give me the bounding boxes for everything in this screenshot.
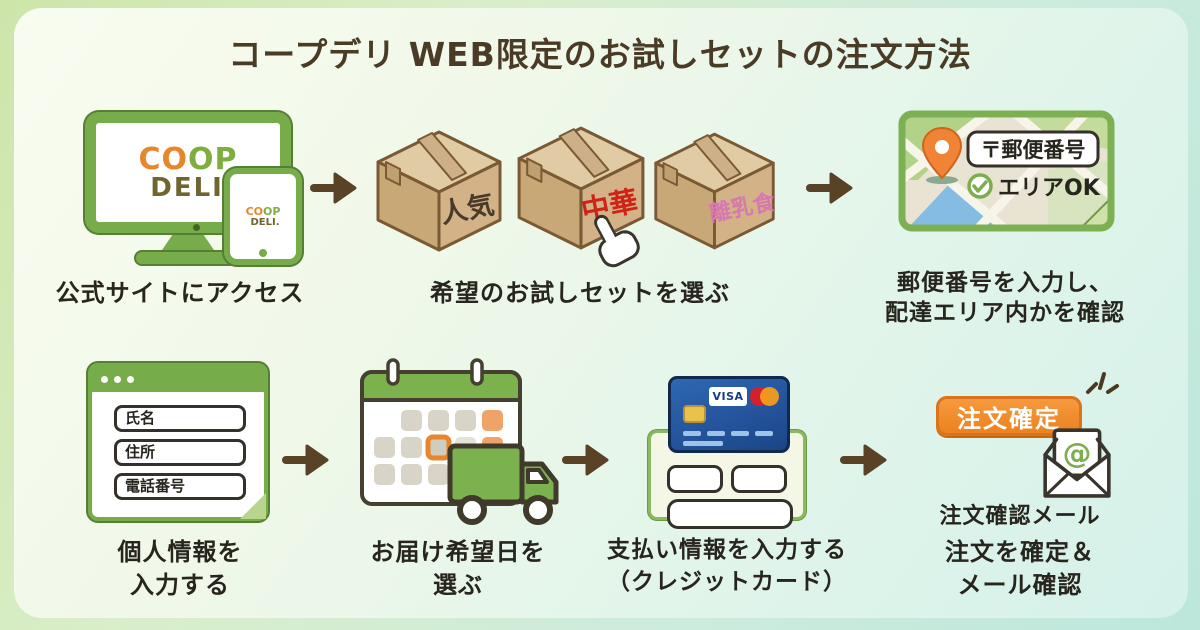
caption-confirm-order: 注文を確定＆ メール確認: [945, 538, 1095, 599]
window-dot: [127, 375, 134, 383]
window-dot: [114, 375, 121, 383]
delivery-truck-icon: [447, 443, 559, 525]
area-ok-badge: エリアOK: [967, 173, 1101, 201]
caption-postal-check: 郵便番号を入力し、 配達エリア内かを確認: [885, 270, 1125, 326]
coop-logo: COOP: [138, 141, 238, 177]
flow-arrow-icon: [310, 172, 357, 204]
credit-card-icon: VISA: [668, 376, 790, 453]
visa-logo: VISA: [709, 387, 747, 406]
sparkle-icon: [1086, 372, 1119, 394]
flow-arrow-icon: [840, 444, 887, 476]
card-input-box-wide[interactable]: [667, 499, 793, 529]
hand-cursor-icon: [594, 214, 640, 268]
flow-arrow-icon: [282, 444, 329, 476]
caption-delivery-date: お届け希望日を 選ぶ: [370, 538, 546, 599]
page-title: コープデリ WEB限定のお試しセットの注文方法: [228, 35, 972, 74]
trial-set-box-babyfood[interactable]: 離乳食: [650, 128, 780, 254]
monitor-stand: [160, 235, 216, 253]
mail-confirmation-label: 注文確認メール: [939, 504, 1101, 529]
page-fold-corner: [240, 493, 266, 519]
trial-set-box-chinese[interactable]: 中華: [513, 122, 650, 254]
trial-set-box-popular[interactable]: 人気: [372, 126, 507, 256]
monitor-base: [136, 252, 240, 264]
address-field[interactable]: 住所: [114, 439, 246, 466]
flow-arrow-icon: [806, 172, 853, 204]
deli-logo: DELI.: [150, 172, 236, 203]
map-icon: 〒郵便番号 エリアOK: [898, 110, 1115, 232]
window-dot: [101, 375, 108, 383]
name-field[interactable]: 氏名: [114, 405, 246, 432]
email-envelope-icon: @: [1043, 428, 1111, 498]
caption-access-site: 公式サイトにアクセス: [55, 279, 305, 307]
postal-code-label: 〒郵便番号: [981, 138, 1086, 162]
caption-choose-set: 希望のお試しセットを選ぶ: [430, 279, 730, 307]
phone-field[interactable]: 電話番号: [114, 473, 246, 500]
caption-payment-info: 支払い情報を入力する （クレジットカード）: [607, 537, 847, 595]
flow-arrow-icon: [562, 444, 609, 476]
order-confirm-button[interactable]: 注文確定: [936, 396, 1082, 436]
card-chip: [683, 405, 706, 423]
caption-personal-info: 個人情報を 入力する: [117, 538, 243, 599]
postal-code-chip[interactable]: 〒郵便番号: [966, 130, 1100, 168]
browser-form-illustration: 氏名 住所 電話番号: [88, 363, 268, 521]
phone-home-button: [259, 249, 267, 257]
card-input-box[interactable]: [667, 465, 723, 493]
smartphone-icon: COOP DELI.: [224, 168, 302, 265]
monitor-power-dot: [193, 224, 200, 231]
browser-titlebar: [91, 366, 265, 392]
at-symbol: @: [1063, 436, 1092, 470]
card-input-box[interactable]: [731, 465, 787, 493]
area-ok-label: エリアOK: [998, 176, 1101, 201]
